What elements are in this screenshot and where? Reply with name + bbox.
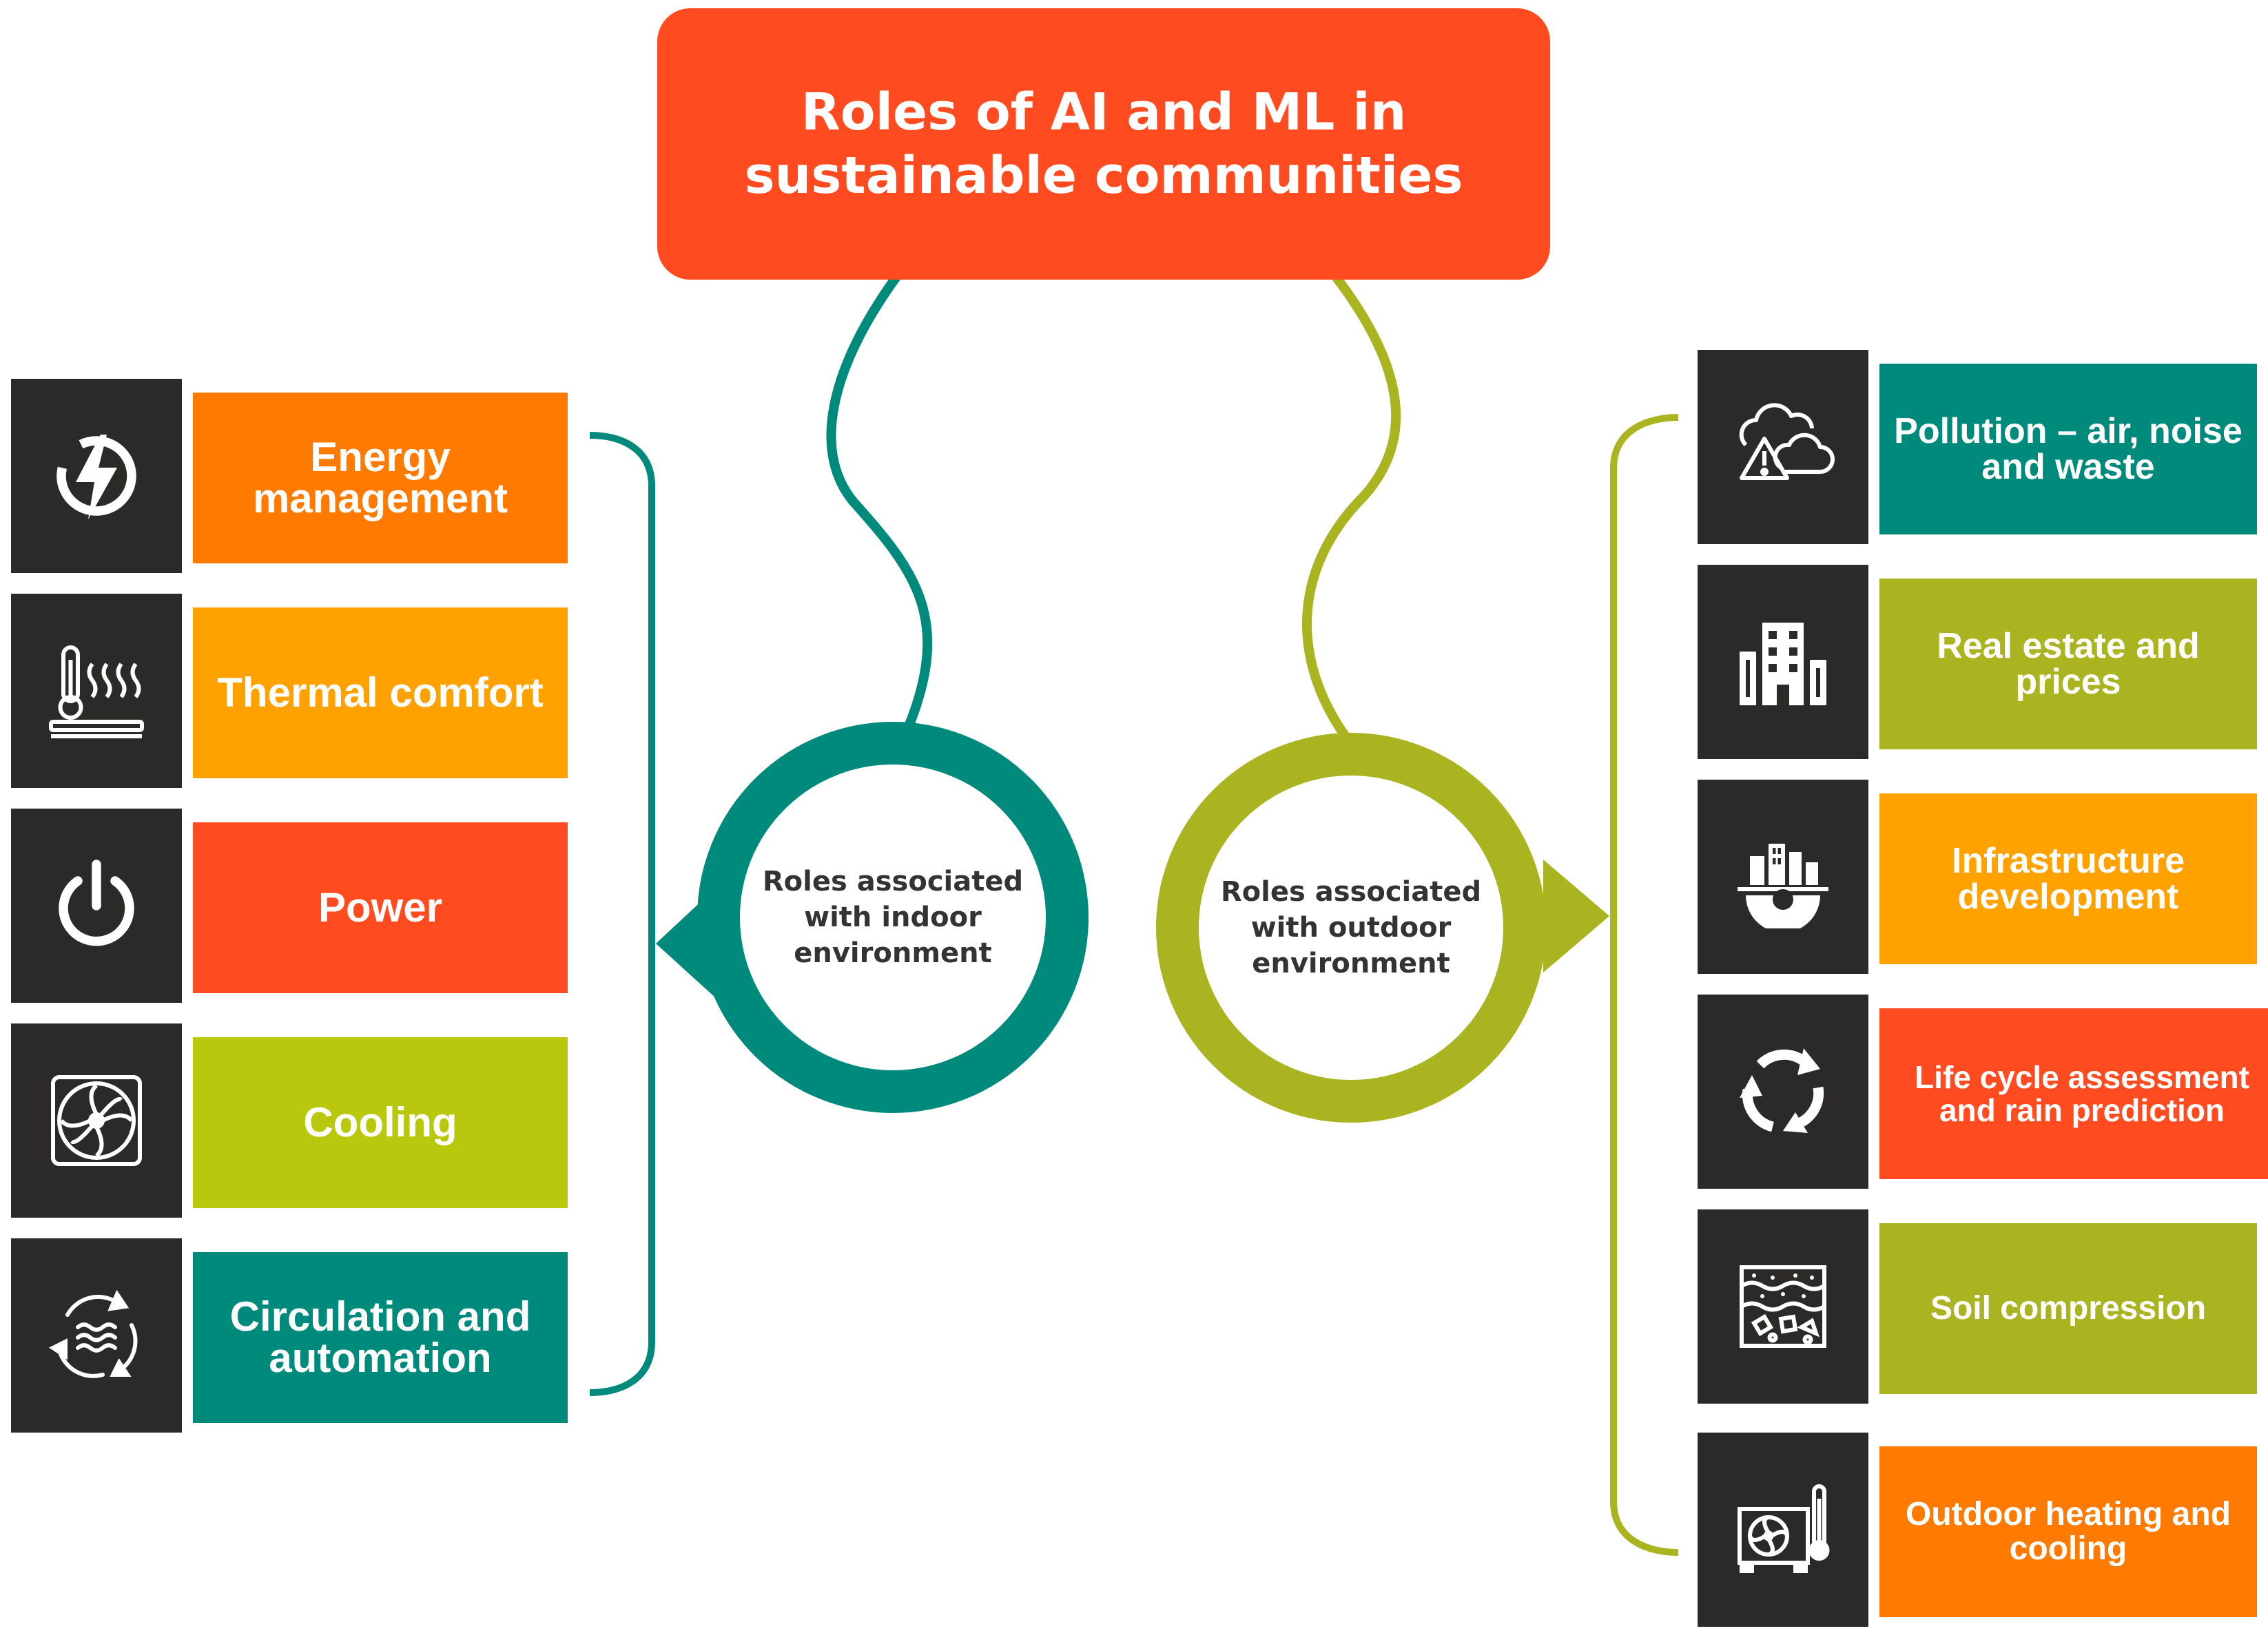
icon-tile — [11, 379, 182, 573]
outdoor-item-label: Infrastructure development — [1879, 793, 2257, 964]
icon-tile — [1698, 565, 1868, 759]
icon-tile — [11, 809, 182, 1003]
icon-tile — [1698, 1433, 1868, 1627]
city-gear-icon — [1738, 844, 1828, 928]
indoor-item-label: Energy management — [193, 393, 568, 563]
indoor-bracket — [589, 432, 655, 1396]
outdoor-pointer — [1543, 860, 1609, 972]
lightning-bolt-icon — [56, 435, 136, 519]
cloud-warning-icon — [1739, 403, 1835, 480]
circulation-icon — [49, 1289, 138, 1378]
power-icon — [59, 860, 134, 946]
icon-tile — [11, 1238, 182, 1433]
icon-tile — [11, 594, 182, 788]
outdoor-item-label: Soil compression — [1879, 1223, 2257, 1394]
icon-tile — [1698, 350, 1868, 544]
thermometer-heat-icon — [49, 645, 144, 738]
indoor-ring: Roles associated with indoor environment — [697, 722, 1089, 1113]
soil-layers-icon — [1740, 1265, 1826, 1348]
icon-tile — [1698, 1209, 1868, 1404]
cycle-arrows-icon — [1740, 1048, 1824, 1133]
outdoor-ring-label: Roles associated with outdoor environmen… — [1220, 876, 1482, 979]
fan-icon — [51, 1075, 142, 1166]
outdoor-ring: Roles associated with outdoor environmen… — [1156, 733, 1546, 1123]
outdoor-item-label: Outdoor heating and cooling — [1879, 1446, 2257, 1617]
title-box: Roles of AI and ML in sustainable commun… — [657, 8, 1550, 280]
icon-tile — [11, 1023, 182, 1218]
outdoor-unit-icon — [1738, 1484, 1830, 1573]
outdoor-bracket — [1610, 414, 1679, 1556]
outdoor-item-label: Real estate and prices — [1879, 579, 2257, 749]
outdoor-item-label: Pollution – air, noise and waste — [1879, 364, 2257, 534]
diagram-title: Roles of AI and ML in sustainable commun… — [744, 83, 1463, 205]
indoor-ring-label: Roles associated with indoor environment — [762, 866, 1024, 969]
indoor-item-label: Circulation and automation — [193, 1252, 568, 1423]
outdoor-item-label: Life cycle assessment and rain predictio… — [1879, 1008, 2268, 1179]
icon-tile — [1698, 780, 1868, 974]
olive-title-connector — [1302, 269, 1401, 740]
indoor-item-label: Thermal comfort — [193, 607, 568, 778]
indoor-item-label: Power — [193, 822, 568, 993]
teal-title-connector — [826, 269, 933, 729]
icon-tile — [1698, 995, 1868, 1189]
buildings-icon — [1740, 623, 1826, 705]
indoor-item-label: Cooling — [193, 1037, 568, 1208]
